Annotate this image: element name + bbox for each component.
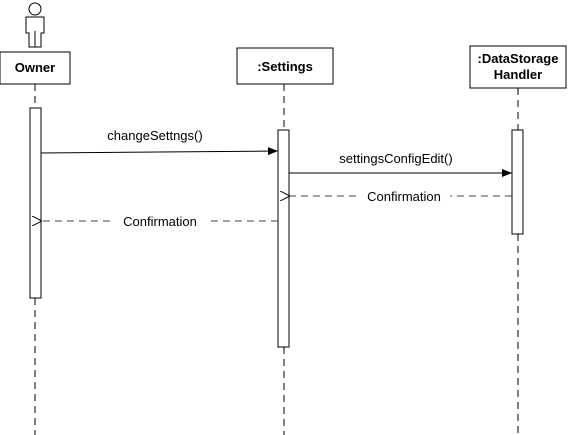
- settings-confirmation-label: Confirmation: [123, 214, 197, 229]
- settings-config-edit-label: settingsConfigEdit(): [339, 151, 452, 166]
- storage-label-line2: Handler: [494, 67, 542, 82]
- settings-label: :Settings: [257, 59, 313, 74]
- return-storage-confirmation: Confirmation: [290, 188, 512, 204]
- message-change-settings: changeSettngs(): [40, 128, 279, 156]
- owner-label: Owner: [15, 60, 55, 75]
- actor-icon: [25, 2, 45, 48]
- storage-header: :DataStorage Handler: [469, 45, 567, 89]
- storage-activation-bar: [511, 129, 524, 235]
- settings-header: :Settings: [236, 47, 334, 85]
- change-settings-label: changeSettngs(): [107, 128, 202, 143]
- storage-confirmation-label: Confirmation: [367, 189, 441, 204]
- owner-header: Owner: [0, 51, 71, 85]
- return-settings-confirmation: Confirmation: [42, 213, 278, 229]
- message-settings-config-edit: settingsConfigEdit(): [289, 151, 512, 177]
- settings-activation-bar: [277, 129, 290, 348]
- storage-label-line1: :DataStorage: [478, 51, 559, 66]
- owner-activation-bar: [29, 107, 42, 299]
